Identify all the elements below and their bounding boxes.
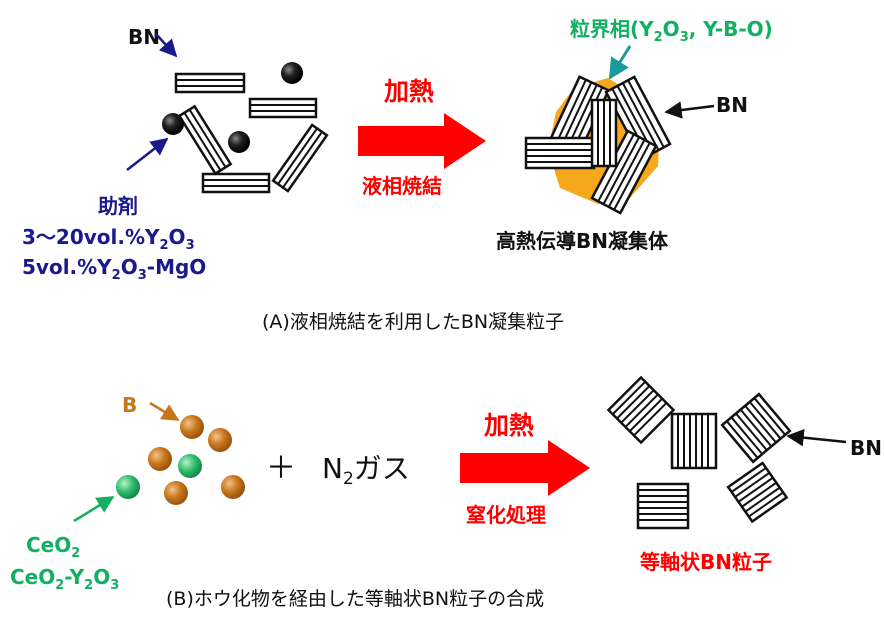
bn-pointer-arrow xyxy=(155,33,178,58)
grain-boundary-pointer xyxy=(608,45,632,80)
boron-sphere xyxy=(208,428,232,452)
bn-platelet xyxy=(271,123,329,193)
ceo2-label: CeO2 xyxy=(26,533,80,561)
bn-pointer-arrow-b xyxy=(786,428,847,447)
bn-platelet xyxy=(248,97,318,119)
bn-particle xyxy=(720,392,792,464)
ceo2-pointer-arrow xyxy=(73,495,115,523)
ceo2-sphere xyxy=(116,475,140,499)
ceo2-sphere xyxy=(178,454,202,478)
boron-sphere xyxy=(180,415,204,439)
additive-line-1: 3～20vol.%Y2O3 xyxy=(22,225,195,253)
boron-sphere xyxy=(221,475,245,499)
n2-gas-label: N2ガス xyxy=(322,452,410,489)
boron-sphere xyxy=(164,481,188,505)
bn-platelet xyxy=(590,98,618,168)
boron-pointer-arrow xyxy=(149,401,180,422)
caption-b: (B)ホウ化物を経由した等軸状BN粒子の合成 xyxy=(166,588,544,610)
boron-sphere xyxy=(148,447,172,471)
process-arrow-a xyxy=(358,113,486,169)
bn-particle xyxy=(636,482,690,530)
ceo2-y2o3-label: CeO2-Y2O3 xyxy=(10,565,119,593)
additive-title: 助剤 xyxy=(98,194,138,218)
bn-platelet xyxy=(174,72,246,94)
result-label-a: 高熱伝導BN凝集体 xyxy=(496,229,669,253)
bn-pointer-arrow-right xyxy=(664,101,715,119)
grain-boundary-label: 粒界相(Y2O3, Y-B-O) xyxy=(570,17,773,45)
panel-a: BN xyxy=(22,17,773,333)
additive-sphere xyxy=(281,62,303,84)
bn-platelet xyxy=(524,136,596,170)
bn-label-left: BN xyxy=(128,25,160,49)
panel-b: B CeO2 CeO2-Y2O3 ＋ N2ガス 加熱 窒化処理 xyxy=(10,375,882,610)
additive-sphere xyxy=(228,131,250,153)
bn-particle xyxy=(606,375,676,445)
additive-line-2: 5vol.%Y2O3-MgO xyxy=(22,255,206,283)
bn-platelet xyxy=(201,172,271,194)
bn-aggregate xyxy=(524,75,672,215)
process-label-a: 液相焼結 xyxy=(362,174,442,198)
bn-particle xyxy=(726,461,789,524)
boron-label: B xyxy=(122,393,137,417)
result-label-b: 等軸状BN粒子 xyxy=(640,550,772,574)
caption-a: (A)液相焼結を利用したBN凝集粒子 xyxy=(262,311,564,333)
heat-label-b: 加熱 xyxy=(483,411,534,440)
additive-sphere xyxy=(162,113,184,135)
bn-platelet xyxy=(177,104,233,176)
bn-particle xyxy=(670,412,718,470)
process-label-b: 窒化処理 xyxy=(466,503,546,527)
bn-label-b: BN xyxy=(850,436,882,460)
bn-label-right: BN xyxy=(716,93,748,117)
bn-platelet xyxy=(590,129,658,215)
process-arrow-b xyxy=(460,440,590,496)
heat-label-a: 加熱 xyxy=(383,77,434,106)
plus-sign: ＋ xyxy=(266,451,296,486)
additive-pointer-arrow xyxy=(126,137,169,171)
